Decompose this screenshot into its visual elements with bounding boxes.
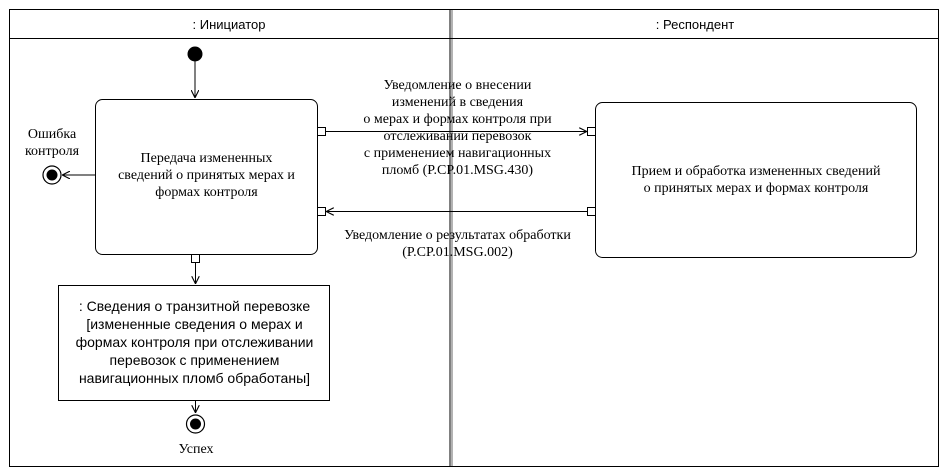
response-line-2: (P.CP.01.MSG.002) bbox=[402, 245, 513, 260]
action-send-line-3: формах контроля bbox=[155, 185, 258, 200]
success-label: Успех bbox=[178, 442, 214, 457]
response-message-label: Уведомление о результатах обработки (P.C… bbox=[315, 227, 600, 261]
action-receive-label: Прием и обработка измененных сведений о … bbox=[596, 163, 916, 197]
object-line-5: навигационных пломб обработаны] bbox=[78, 370, 311, 386]
input-pin-response bbox=[317, 207, 326, 216]
action-receive-line-1: Прием и обработка измененных сведений bbox=[631, 164, 881, 179]
object-line-3: формах контроля при отслеживании bbox=[75, 334, 314, 350]
object-node-label: : Сведения о транзитной перевозке [измен… bbox=[59, 297, 330, 387]
output-pin-object bbox=[191, 254, 200, 263]
action-send-line-1: Передача измененных bbox=[140, 151, 273, 166]
object-line-1: : Сведения о транзитной перевозке bbox=[78, 298, 311, 314]
final-node-error-inner bbox=[46, 169, 58, 181]
request-line-5: с применением навигационных bbox=[363, 146, 552, 161]
error-node-label: Ошибка контроля bbox=[20, 126, 84, 160]
action-receive-line-2: о принятых мерах и формах контроля bbox=[643, 181, 869, 196]
action-send-label: Передача измененных сведений о принятых … bbox=[96, 150, 317, 201]
response-line-1: Уведомление о результатах обработки bbox=[344, 228, 571, 243]
object-line-4: перевозок с применением bbox=[109, 352, 280, 368]
initial-node bbox=[187, 46, 203, 62]
lane-title-initiator: : Инициатор bbox=[193, 17, 266, 32]
error-label-line-2: контроля bbox=[24, 144, 80, 159]
request-line-6: пломб (P.CP.01.MSG.430) bbox=[381, 163, 534, 178]
input-pin-request bbox=[587, 127, 596, 136]
swimlane-frame bbox=[9, 9, 939, 467]
request-line-1: Уведомление о внесении bbox=[383, 78, 532, 93]
request-line-3: о мерах и формах контроля при bbox=[363, 112, 552, 127]
action-send-line-2: сведений о принятых мерах и bbox=[118, 168, 295, 183]
request-message-label: Уведомление о внесении изменений в сведе… bbox=[320, 77, 595, 179]
request-line-2: изменений в сведения bbox=[391, 95, 524, 110]
action-receive-process bbox=[595, 102, 917, 258]
lane-title-respondent: : Респондент bbox=[656, 17, 734, 32]
request-line-4: отслеживании перевозок bbox=[383, 129, 532, 144]
error-label-line-1: Ошибка bbox=[27, 127, 77, 142]
final-node-success-inner bbox=[190, 418, 201, 430]
action-send-changes bbox=[95, 99, 318, 255]
success-node-label: Успех bbox=[160, 441, 232, 458]
object-line-2: [измененные сведения о мерах и bbox=[86, 316, 303, 332]
object-node-transit-info bbox=[58, 285, 330, 401]
output-pin-response bbox=[587, 207, 596, 216]
